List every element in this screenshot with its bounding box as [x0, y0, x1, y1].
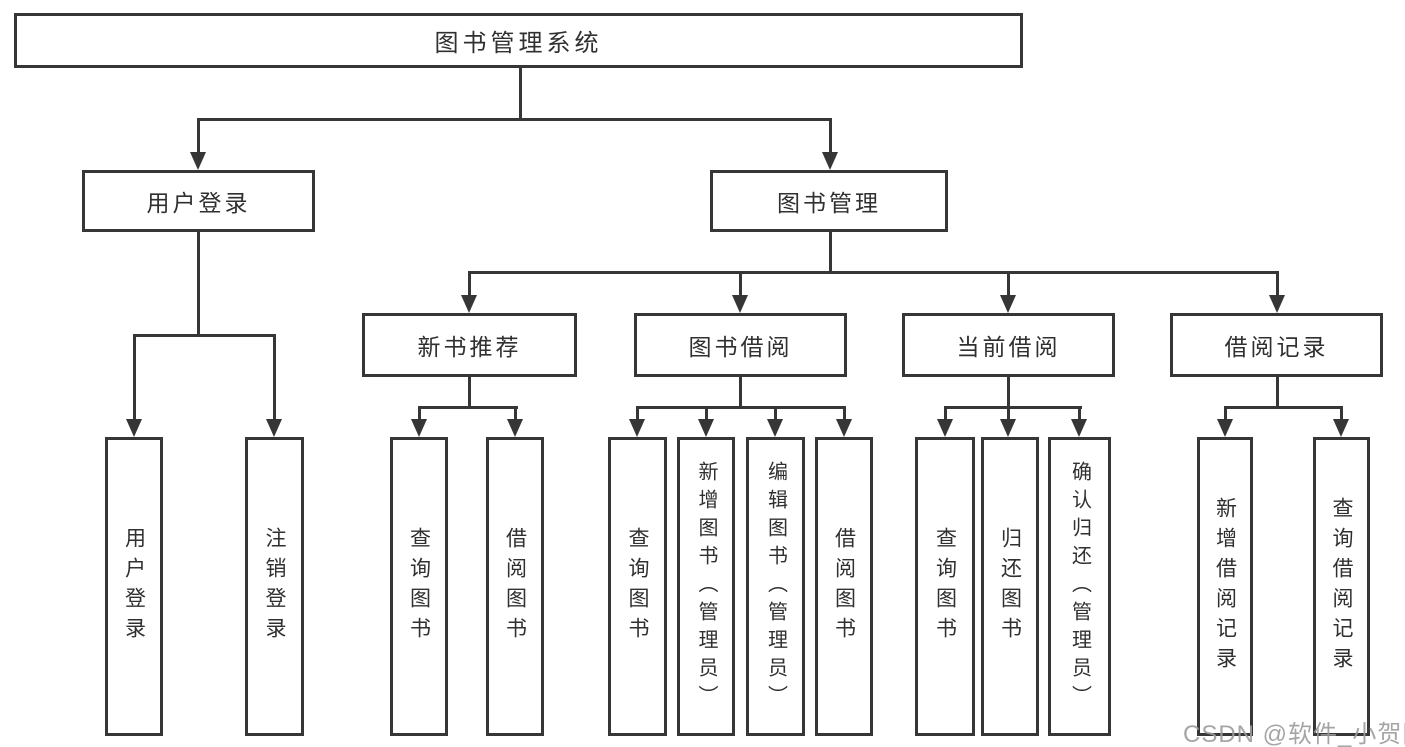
connector-line [1007, 271, 1010, 298]
connector-line [418, 406, 421, 423]
arrow-down-icon [126, 419, 142, 437]
node-bb-query-books-label: 查询图书 [626, 526, 649, 647]
arrow-down-icon [629, 419, 645, 437]
connector-line [1224, 406, 1227, 423]
node-bb-add-books-admin-label: 新增图书（管理员） [695, 460, 717, 713]
csdn-watermark: CSDN @软件_小贺同学 [1183, 721, 1405, 747]
connector-line [468, 271, 471, 298]
node-nb-borrow-books: 借阅图书 [486, 437, 544, 736]
node-book-mgmt: 图书管理 [710, 170, 948, 232]
arrow-down-icon [822, 152, 838, 170]
node-book-mgmt-label: 图书管理 [777, 190, 881, 216]
connector-line [1078, 406, 1081, 423]
arrow-down-icon [732, 295, 748, 313]
arrow-down-icon [461, 295, 477, 313]
arrow-down-icon [1217, 419, 1233, 437]
node-user-login-label: 用户登录 [146, 190, 251, 216]
node-br-add-record-label: 新增借阅记录 [1213, 496, 1237, 677]
node-book-borrowing: 图书借阅 [634, 313, 847, 377]
arrow-down-icon [1269, 295, 1285, 313]
connector-line [1224, 406, 1343, 409]
node-cb-confirm-return-admin: 确认归还（管理员） [1048, 437, 1111, 736]
connector-line [468, 377, 471, 409]
arrow-down-icon [507, 419, 523, 437]
connector-line [636, 406, 639, 423]
node-bb-edit-books-admin-label: 编辑图书（管理员） [764, 460, 787, 713]
connector-line [273, 334, 276, 422]
node-current-borrowing: 当前借阅 [902, 313, 1115, 377]
connector-line [1276, 377, 1279, 409]
connector-line [705, 406, 708, 423]
connector-line [197, 118, 200, 156]
node-bb-borrow-books: 借阅图书 [815, 437, 873, 736]
arrow-down-icon [266, 419, 282, 437]
node-user-login: 用户登录 [82, 170, 315, 232]
connector-line [133, 334, 136, 422]
node-new-books: 新书推荐 [362, 313, 577, 377]
connector-line [197, 232, 200, 337]
connector-line [1007, 406, 1010, 423]
arrow-down-icon [937, 419, 953, 437]
connector-line [1007, 377, 1010, 409]
node-bb-query-books: 查询图书 [608, 437, 667, 736]
node-bb-edit-books-admin: 编辑图书（管理员） [746, 437, 805, 736]
arrow-down-icon [411, 419, 427, 437]
node-br-query-record: 查询借阅记录 [1313, 437, 1370, 736]
node-ul-logout: 注销登录 [245, 437, 304, 736]
node-ul-user-login: 用户登录 [105, 437, 163, 736]
node-cb-query-books-label: 查询图书 [933, 526, 957, 647]
connector-line [519, 68, 522, 121]
arrow-down-icon [190, 152, 206, 170]
node-book-borrowing-label: 图书借阅 [688, 334, 793, 360]
node-cb-confirm-return-admin-label: 确认归还（管理员） [1068, 460, 1091, 713]
connector-line [1340, 406, 1343, 423]
arrow-down-icon [1000, 419, 1016, 437]
arrow-down-icon [1071, 419, 1087, 437]
connector-line [829, 232, 832, 274]
connector-line [843, 406, 846, 423]
node-cb-query-books: 查询图书 [915, 437, 975, 736]
node-br-add-record: 新增借阅记录 [1197, 437, 1253, 736]
node-ul-user-login-label: 用户登录 [122, 526, 146, 647]
connector-line [944, 406, 947, 423]
connector-line [133, 334, 276, 337]
node-borrow-records-label: 借阅记录 [1224, 334, 1329, 360]
connector-line [197, 118, 832, 121]
arrow-down-icon [1333, 419, 1349, 437]
arrow-down-icon [1000, 295, 1016, 313]
connector-line [1276, 271, 1279, 298]
connector-line [944, 406, 1082, 409]
connector-line [468, 271, 1279, 274]
node-root: 图书管理系统 [14, 13, 1023, 68]
connector-line [829, 118, 832, 156]
connector-line [514, 406, 517, 423]
node-bb-borrow-books-label: 借阅图书 [832, 526, 856, 647]
connector-line [636, 406, 846, 409]
node-new-books-label: 新书推荐 [417, 334, 522, 360]
node-nb-query-books-label: 查询图书 [407, 526, 431, 647]
arrow-down-icon [767, 419, 783, 437]
arrow-down-icon [698, 419, 714, 437]
node-cb-return-books-label: 归还图书 [998, 526, 1022, 647]
node-nb-query-books: 查询图书 [390, 437, 448, 736]
node-cb-return-books: 归还图书 [981, 437, 1039, 736]
node-root-label: 图书管理系统 [434, 30, 603, 57]
connector-line [739, 377, 742, 409]
node-borrow-records: 借阅记录 [1170, 313, 1383, 377]
connector-line [774, 406, 777, 423]
node-ul-logout-label: 注销登录 [263, 526, 286, 647]
arrow-down-icon [836, 419, 852, 437]
connector-line [739, 271, 742, 298]
node-nb-borrow-books-label: 借阅图书 [503, 526, 527, 647]
connector-line [418, 406, 518, 409]
node-bb-add-books-admin: 新增图书（管理员） [677, 437, 735, 736]
node-current-borrowing-label: 当前借阅 [956, 334, 1061, 360]
node-br-query-record-label: 查询借阅记录 [1330, 496, 1353, 677]
